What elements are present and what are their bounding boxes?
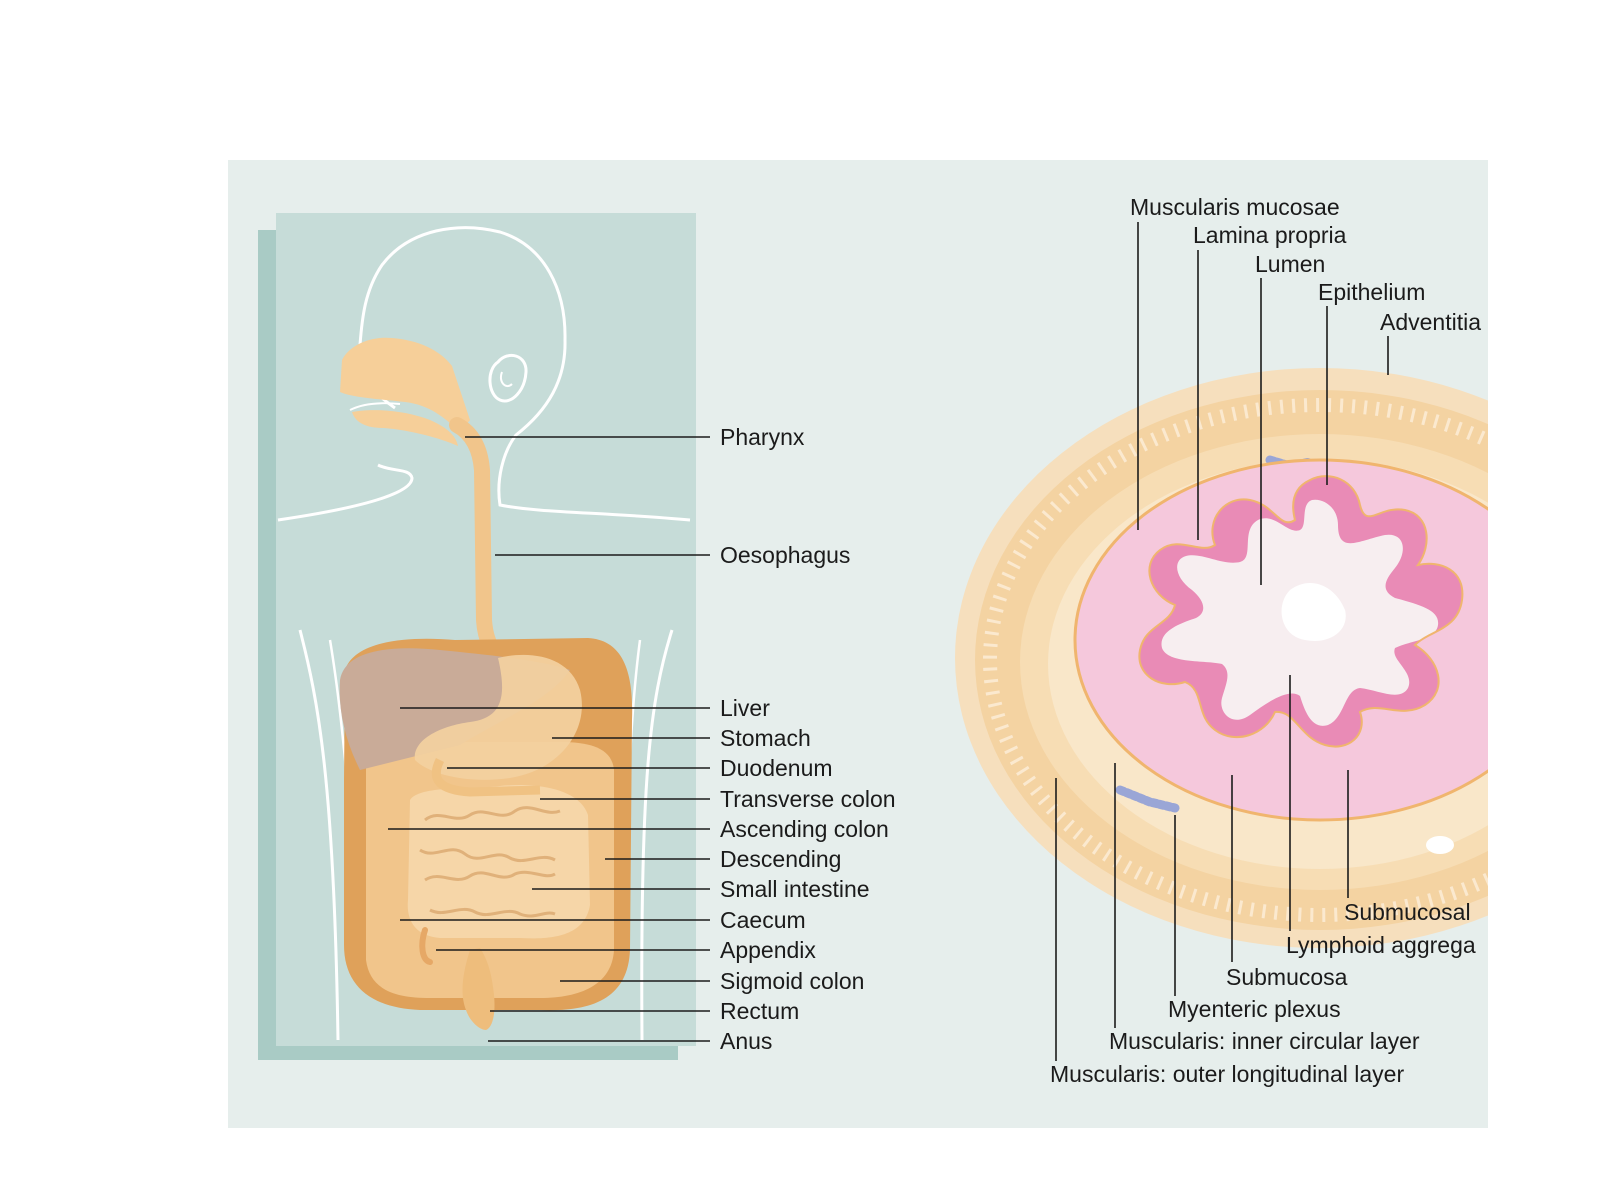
label-inner-circular-layer: Muscularis: inner circular layer [1109, 1028, 1420, 1054]
label-liver: Liver [720, 695, 770, 721]
label-lumen: Lumen [1255, 251, 1325, 277]
left-leader-lines [388, 436, 710, 1042]
label-myenteric-plexus: Myenteric plexus [1168, 996, 1341, 1022]
left-arm-outline [298, 629, 340, 1041]
lip-line [349, 402, 401, 411]
label-appendix: Appendix [720, 937, 816, 963]
label-stomach: Stomach [720, 725, 811, 751]
chin-line [277, 463, 414, 522]
label-lymphoid-aggregate: Lymphoid aggrega [1286, 932, 1476, 958]
right-bottom-labels: Submucosal Lymphoid aggrega Submucosa My… [1050, 899, 1476, 1087]
label-oesophagus: Oesophagus [720, 542, 850, 568]
right-bottom-leader-lines [1055, 675, 1349, 1061]
label-adventitia: Adventitia [1380, 309, 1481, 335]
label-lamina-propria: Lamina propria [1193, 222, 1347, 248]
label-anus: Anus [720, 1028, 772, 1054]
label-caecum: Caecum [720, 907, 806, 933]
head-silhouette [357, 226, 691, 522]
lymphoid-nodule [1426, 836, 1454, 854]
label-muscularis-mucosae: Muscularis mucosae [1130, 194, 1340, 220]
fold-outline [1138, 475, 1464, 748]
rectum-shape [462, 948, 495, 1030]
intestine-coils [419, 806, 561, 918]
label-epithelium: Epithelium [1318, 279, 1425, 305]
label-pharynx: Pharynx [720, 424, 805, 450]
nasal-cavity [340, 337, 470, 432]
label-descending: Descending [720, 846, 841, 872]
left-labels: Pharynx Oesophagus Liver Stomach Duodenu… [720, 424, 896, 1054]
ear-shape [488, 353, 528, 403]
label-duodenum: Duodenum [720, 755, 833, 781]
right-top-labels: Muscularis mucosae Lamina propria Lumen … [1130, 194, 1481, 335]
right-arm-outline [640, 629, 674, 1041]
mouth-tongue [352, 410, 458, 446]
digestive-tract-illustration [258, 213, 696, 1060]
label-ascending-colon: Ascending colon [720, 816, 889, 842]
stomach-shape [414, 654, 582, 780]
label-transverse-colon: Transverse colon [720, 786, 896, 812]
label-sigmoid-colon: Sigmoid colon [720, 968, 864, 994]
right-top-leader-lines [1137, 222, 1389, 585]
right-margin [1488, 150, 1600, 1140]
label-small-intestine: Small intestine [720, 876, 870, 902]
ear-inner [500, 371, 513, 388]
small-intestine [407, 785, 590, 939]
duodenum-loop [431, 757, 541, 797]
gut-cross-section [955, 368, 1488, 948]
label-outer-longitudinal-layer: Muscularis: outer longitudinal layer [1050, 1061, 1404, 1087]
label-submucosa: Submucosa [1226, 964, 1348, 990]
muscularis-mucosae-line [1073, 458, 1488, 822]
label-rectum: Rectum [720, 998, 799, 1024]
lumen-center [1281, 582, 1346, 641]
label-submucosal: Submucosal [1344, 899, 1471, 925]
appendix-shape [419, 927, 433, 965]
